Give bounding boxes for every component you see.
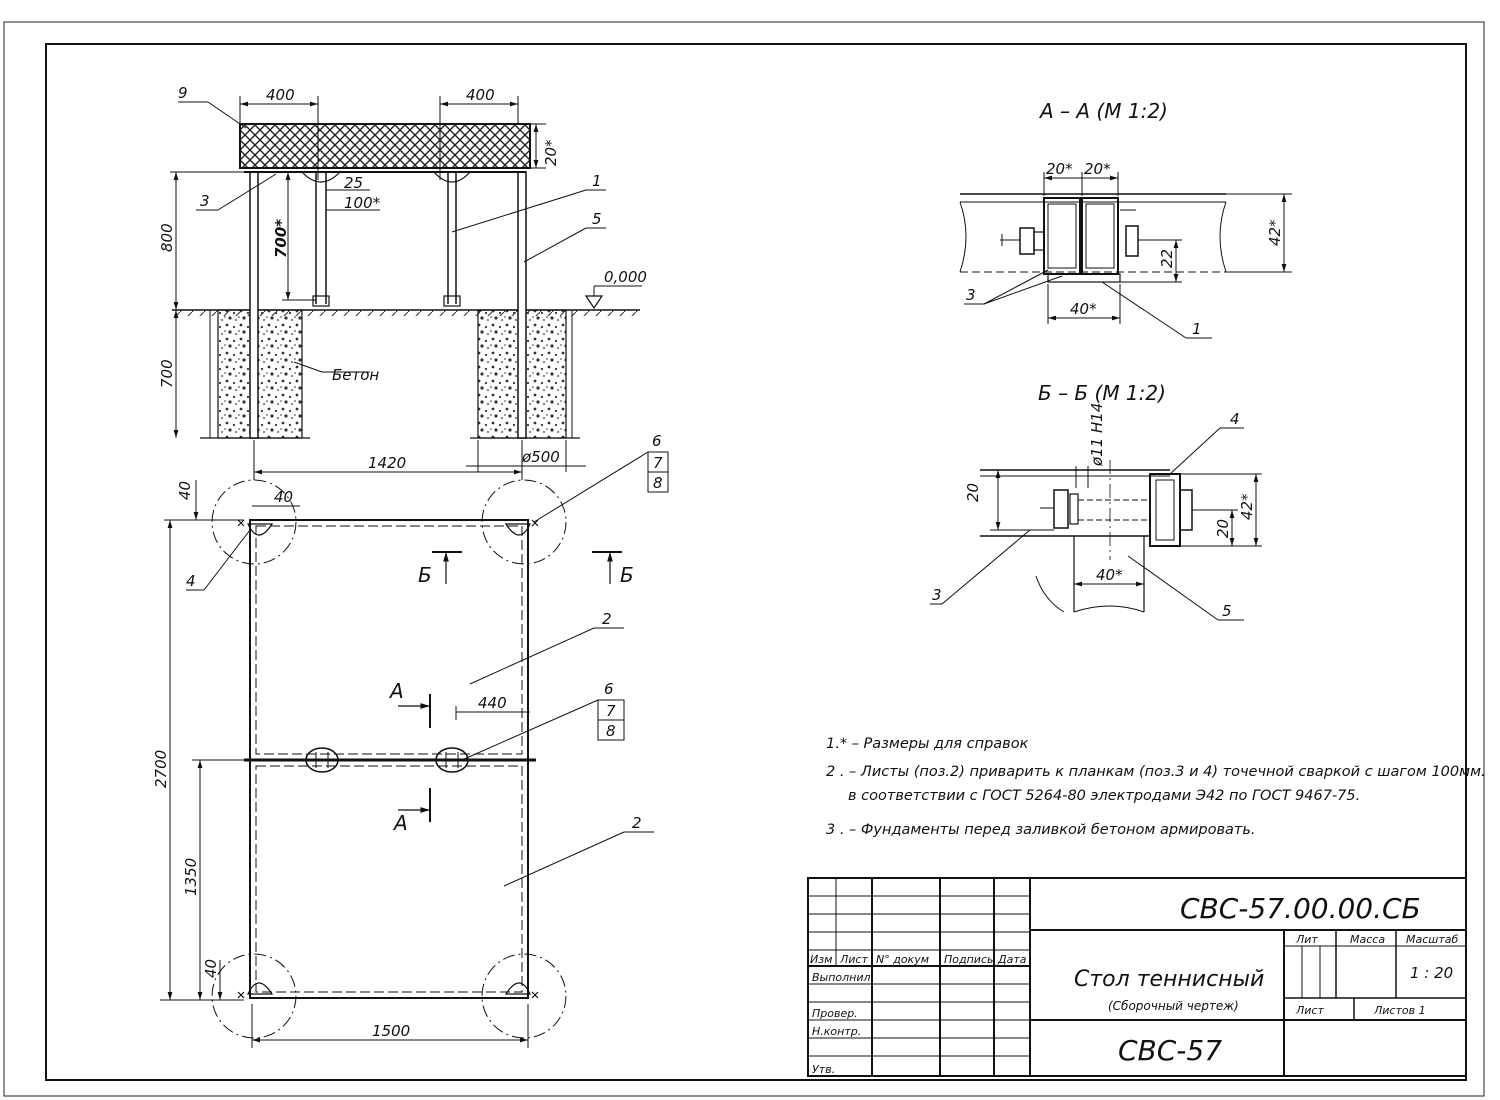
hdr-doc: N° докум [876, 953, 929, 966]
pos-9: 9 [178, 84, 188, 102]
front-view [172, 123, 642, 439]
cut-a-top: А [388, 679, 404, 703]
section-a-w2: 20* [1084, 160, 1111, 178]
section-b-drawing [980, 460, 1193, 613]
outer-frame [3, 21, 1485, 1097]
hdr-sign: Подпись [944, 953, 993, 966]
dim-pit-dia: ø500 [521, 448, 560, 466]
product-name: Стол теннисный [1074, 967, 1264, 992]
dim-brace-w: 25 [344, 174, 363, 192]
pos-4-plan: 4 [186, 572, 196, 590]
dim-offset-a: 440 [478, 694, 507, 712]
pos-1-front: 1 [592, 172, 602, 190]
section-a-pos-3: 3 [966, 286, 976, 304]
hdr-date: Дата [997, 953, 1027, 966]
section-a-drawing [959, 193, 1227, 283]
callout-top-6: 6 [652, 432, 662, 450]
dim-w-right: 400 [466, 86, 495, 104]
callout-mid-8: 8 [606, 722, 616, 740]
dim-half-len: 1350 [182, 858, 200, 896]
callout-mid-6: 6 [604, 680, 614, 698]
cut-b-left: Б [418, 563, 432, 587]
section-b-hole: ø11 H14 [1088, 403, 1106, 467]
row-approve: Утв. [812, 1063, 835, 1076]
section-b-pos-5: 5 [1222, 602, 1232, 620]
inner-frame [45, 43, 1467, 1081]
section-b-h-bot: 20 [1214, 519, 1232, 538]
dim-brace-h: 700* [272, 219, 290, 258]
title-block [807, 877, 1467, 1077]
section-b-h-top: 20 [964, 483, 982, 502]
pos-2-lower: 2 [632, 814, 642, 832]
dim-brace-len: 100* [344, 194, 381, 212]
section-a-w1: 20* [1046, 160, 1073, 178]
pos-2-upper: 2 [602, 610, 612, 628]
hdr-izm: Изм [810, 953, 832, 966]
lit-label: Лит [1295, 933, 1318, 946]
row-ncontrol: Н.контр. [812, 1025, 861, 1038]
section-a-base: 40* [1070, 300, 1097, 318]
product-subname: (Сборочный чертеж) [1108, 999, 1239, 1013]
note-2-cont: в соответствии с ГОСТ 5264-80 электродам… [848, 788, 1360, 804]
dim-width: 1500 [372, 1022, 410, 1040]
short-code: СВС-57 [1118, 1034, 1222, 1067]
pos-3-front: 3 [200, 192, 210, 210]
table-top [239, 123, 531, 169]
plan-dims [160, 480, 530, 1048]
concrete-label: Бетон [332, 366, 379, 384]
plan-view [211, 479, 622, 1039]
section-b-pos-4: 4 [1230, 410, 1240, 428]
front-dims [170, 96, 586, 480]
callout-mid-7: 7 [606, 702, 616, 720]
row-done: Выполнил [812, 971, 871, 984]
dim-off-bot-v: 40 [202, 959, 220, 978]
callout-top-7: 7 [653, 454, 663, 472]
level-mark: 0,000 [604, 268, 647, 286]
section-a-pos-1: 1 [1192, 320, 1202, 338]
dim-off-top-h: 40 [274, 488, 293, 506]
dim-w-left: 400 [266, 86, 295, 104]
foundation-left [217, 309, 303, 439]
cut-a-bottom: А [392, 811, 408, 835]
section-b-h-total: 42* [1238, 493, 1256, 520]
section-a-h2: 22 [1158, 249, 1176, 268]
dim-length: 2700 [152, 750, 170, 788]
dim-top-thickness: 20* [542, 139, 560, 166]
cut-b-right: Б [620, 563, 634, 587]
leg-right [517, 171, 527, 439]
dim-off-top-v: 40 [176, 481, 194, 500]
section-b-base: 40* [1096, 566, 1123, 584]
section-a-h: 42* [1266, 219, 1284, 246]
mass-label: Масса [1350, 933, 1385, 946]
note-3: 3 . – Фундаменты перед заливкой бетоном … [826, 822, 1256, 838]
dim-found-h: 700 [158, 359, 176, 388]
leg-left [249, 171, 259, 439]
scale-value: 1 : 20 [1410, 964, 1453, 982]
section-b-pos-3: 3 [932, 586, 942, 604]
scale-label: Масштаб [1406, 933, 1458, 946]
dim-pit-span: 1420 [368, 454, 406, 472]
section-b-title: Б – Б (М 1:2) [1038, 381, 1166, 405]
row-check: Провер. [812, 1007, 858, 1020]
hdr-list: Лист [839, 953, 868, 966]
note-1: 1.* – Размеры для справок [826, 736, 1029, 752]
note-2: 2 . – Листы (поз.2) приварить к планкам … [826, 764, 1486, 780]
pos-5-front: 5 [592, 210, 602, 228]
section-a-title: А – А (М 1:2) [1038, 99, 1168, 123]
dim-leg-h: 800 [158, 223, 176, 252]
callout-top-8: 8 [653, 474, 663, 492]
sheet-label: Лист [1295, 1004, 1324, 1017]
sheets-label: Листов 1 [1373, 1004, 1426, 1017]
doc-code: СВС-57.00.00.СБ [1180, 892, 1421, 925]
